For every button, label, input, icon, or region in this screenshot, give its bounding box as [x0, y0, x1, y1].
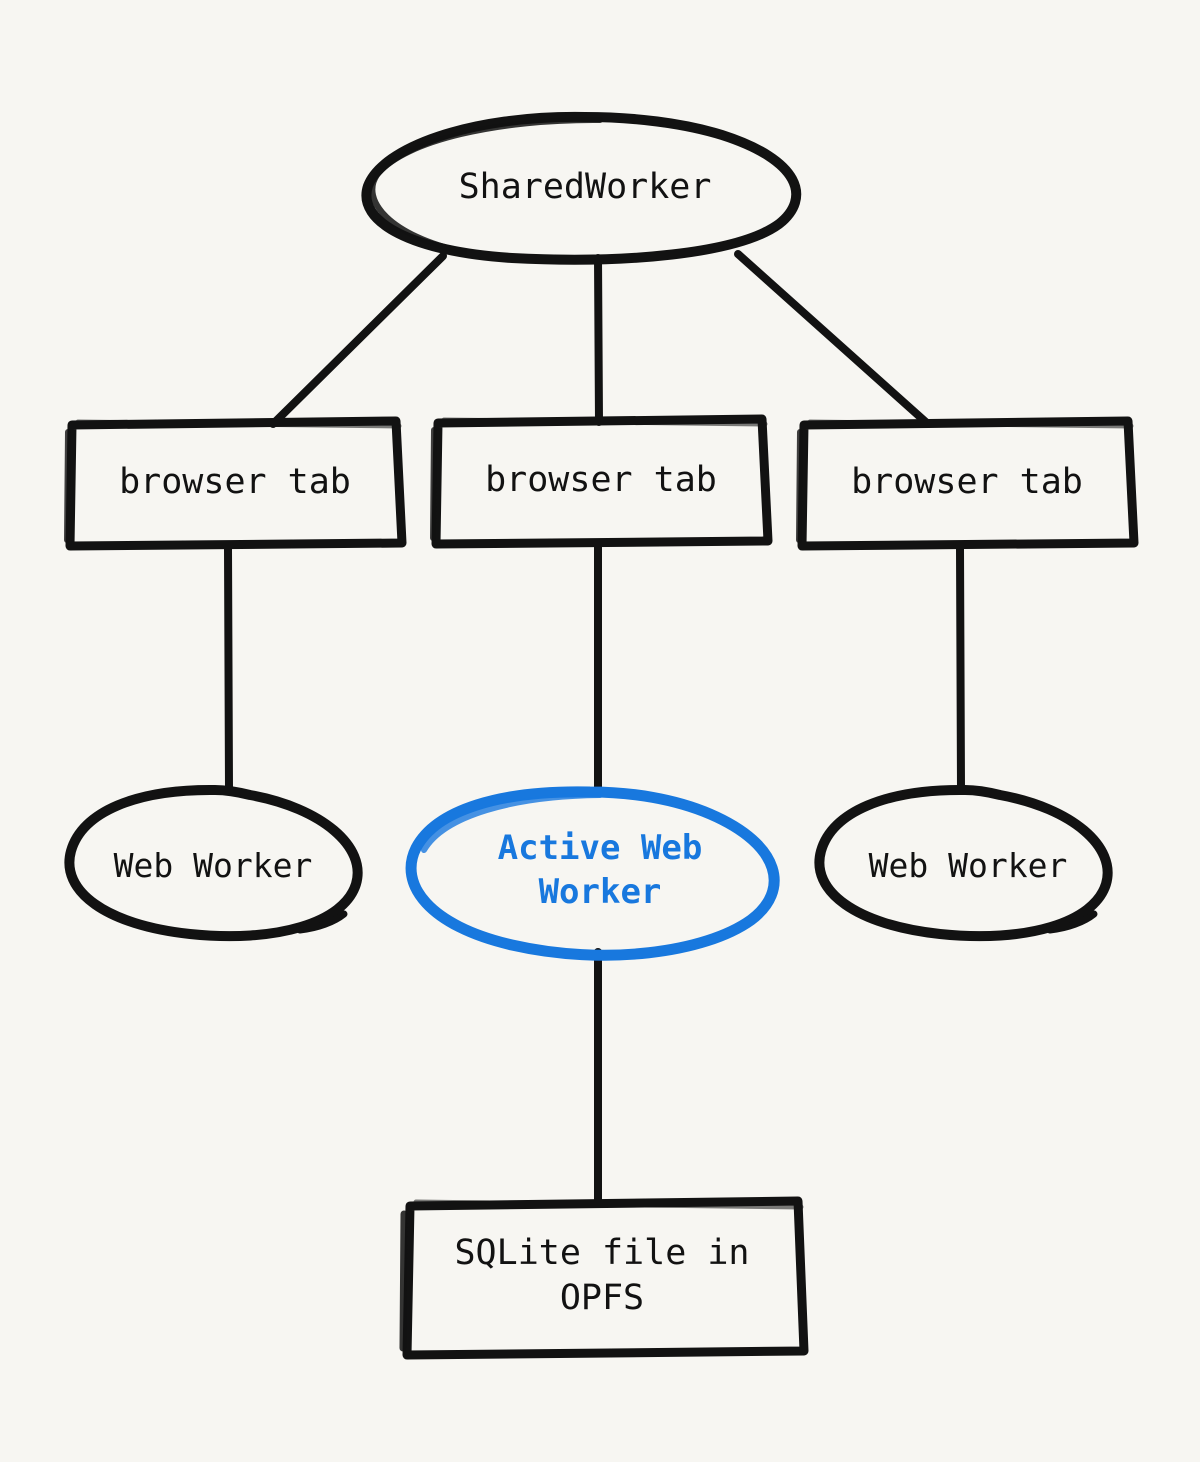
edge-tab-3-to-webworker-3 [956, 545, 965, 793]
edge-layer [224, 250, 965, 1207]
edge-sharedworker-to-tab-1 [269, 252, 447, 428]
node-browser-tab-3 [796, 416, 1139, 551]
node-web-worker-1 [64, 784, 363, 942]
node-browser-tab-1 [64, 416, 407, 551]
node-sqlite-file [399, 1196, 809, 1360]
edge-sharedworker-to-tab-2 [594, 254, 603, 426]
node-browser-tab-2 [430, 414, 773, 549]
edge-sharedworker-to-tab-3 [734, 250, 932, 428]
node-active-web-worker [405, 786, 780, 961]
node-web-worker-3 [814, 784, 1113, 942]
node-shared-worker [361, 111, 802, 265]
edge-tab-1-to-webworker-1 [224, 545, 233, 793]
